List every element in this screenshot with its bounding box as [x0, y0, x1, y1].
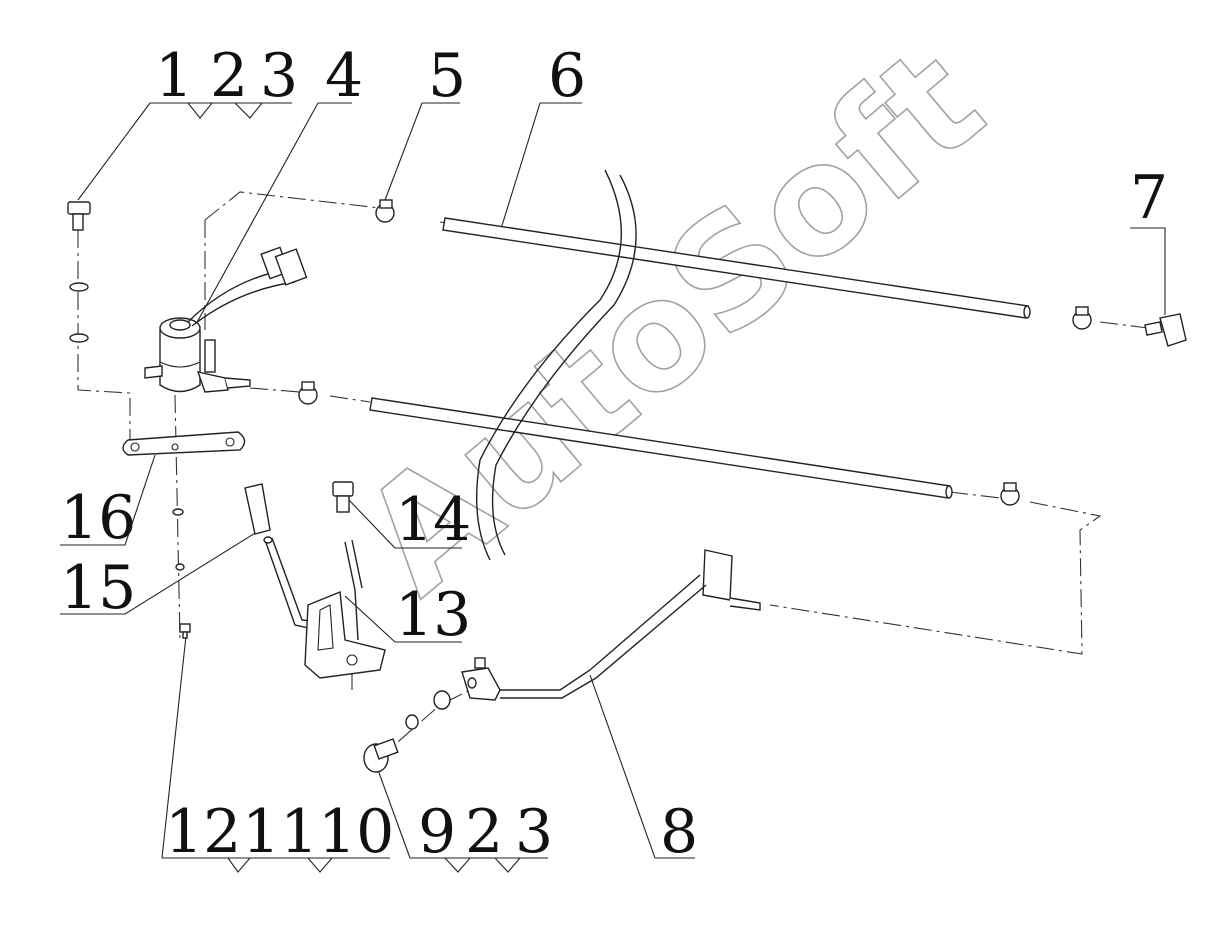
hose-clamp-part-5	[375, 199, 395, 223]
callout-13: 13	[344, 580, 471, 650]
callout-number: 1	[155, 41, 193, 111]
long-curved-hose	[475, 169, 637, 561]
callout-number: 10	[318, 797, 394, 867]
callout-14: 14	[346, 485, 471, 555]
callout-15: 15	[60, 529, 261, 623]
callout-4: 4	[189, 41, 363, 336]
pipe-part-8	[461, 549, 761, 701]
hose-clamp-part-5b	[298, 381, 318, 405]
callout-number: 11	[242, 797, 318, 867]
callout-number: 15	[60, 553, 136, 623]
hose-clamp-part-5c	[1072, 306, 1092, 330]
washer-part-3-lower	[405, 714, 419, 730]
hose-part-6-lower	[369, 397, 953, 499]
callout-number: 3	[260, 41, 298, 111]
callout-number: 5	[428, 41, 466, 111]
elbow-fitting-part-7	[1144, 313, 1187, 347]
callout-number: 13	[395, 580, 471, 650]
callout-12-11-10: 12 11 10	[161, 635, 394, 873]
hose-clamp-part-5d	[1000, 482, 1020, 506]
bolt-part-9	[363, 738, 399, 773]
washer-part-10	[172, 508, 184, 516]
callout-16: 16	[60, 454, 156, 553]
callout-number: 7	[1130, 163, 1168, 233]
washer-part-11	[175, 563, 185, 571]
callout-number: 9	[418, 797, 456, 867]
washer-part-3	[69, 333, 89, 343]
callout-number: 16	[60, 483, 136, 553]
bolt-part-1	[67, 201, 91, 231]
washer-part-2-lower	[433, 690, 451, 710]
bolt-part-12	[179, 623, 191, 639]
callout-5: 5	[384, 41, 466, 201]
callout-number: 8	[660, 797, 698, 867]
callout-number: 4	[325, 41, 363, 111]
callout-8: 8	[589, 674, 698, 867]
solenoid-valve-part-4	[144, 246, 308, 393]
callout-1-2-3: 1 2 3	[77, 41, 298, 201]
callout-number: 14	[395, 485, 471, 555]
callout-number: 6	[548, 41, 586, 111]
callout-9-2-3: 9 2 3	[377, 769, 553, 873]
callout-7: 7	[1130, 163, 1168, 315]
callout-number: 2	[465, 797, 503, 867]
callout-number: 3	[515, 797, 553, 867]
washer-part-2	[69, 282, 89, 292]
callout-number: 2	[210, 41, 248, 111]
hose-part-6-upper	[442, 217, 1031, 319]
bracket-plate-part-16	[122, 431, 246, 456]
bolt-part-14	[332, 481, 354, 513]
bracket-part-13	[304, 539, 386, 679]
callout-number: 12	[165, 797, 241, 867]
callout-6: 6	[499, 41, 586, 233]
